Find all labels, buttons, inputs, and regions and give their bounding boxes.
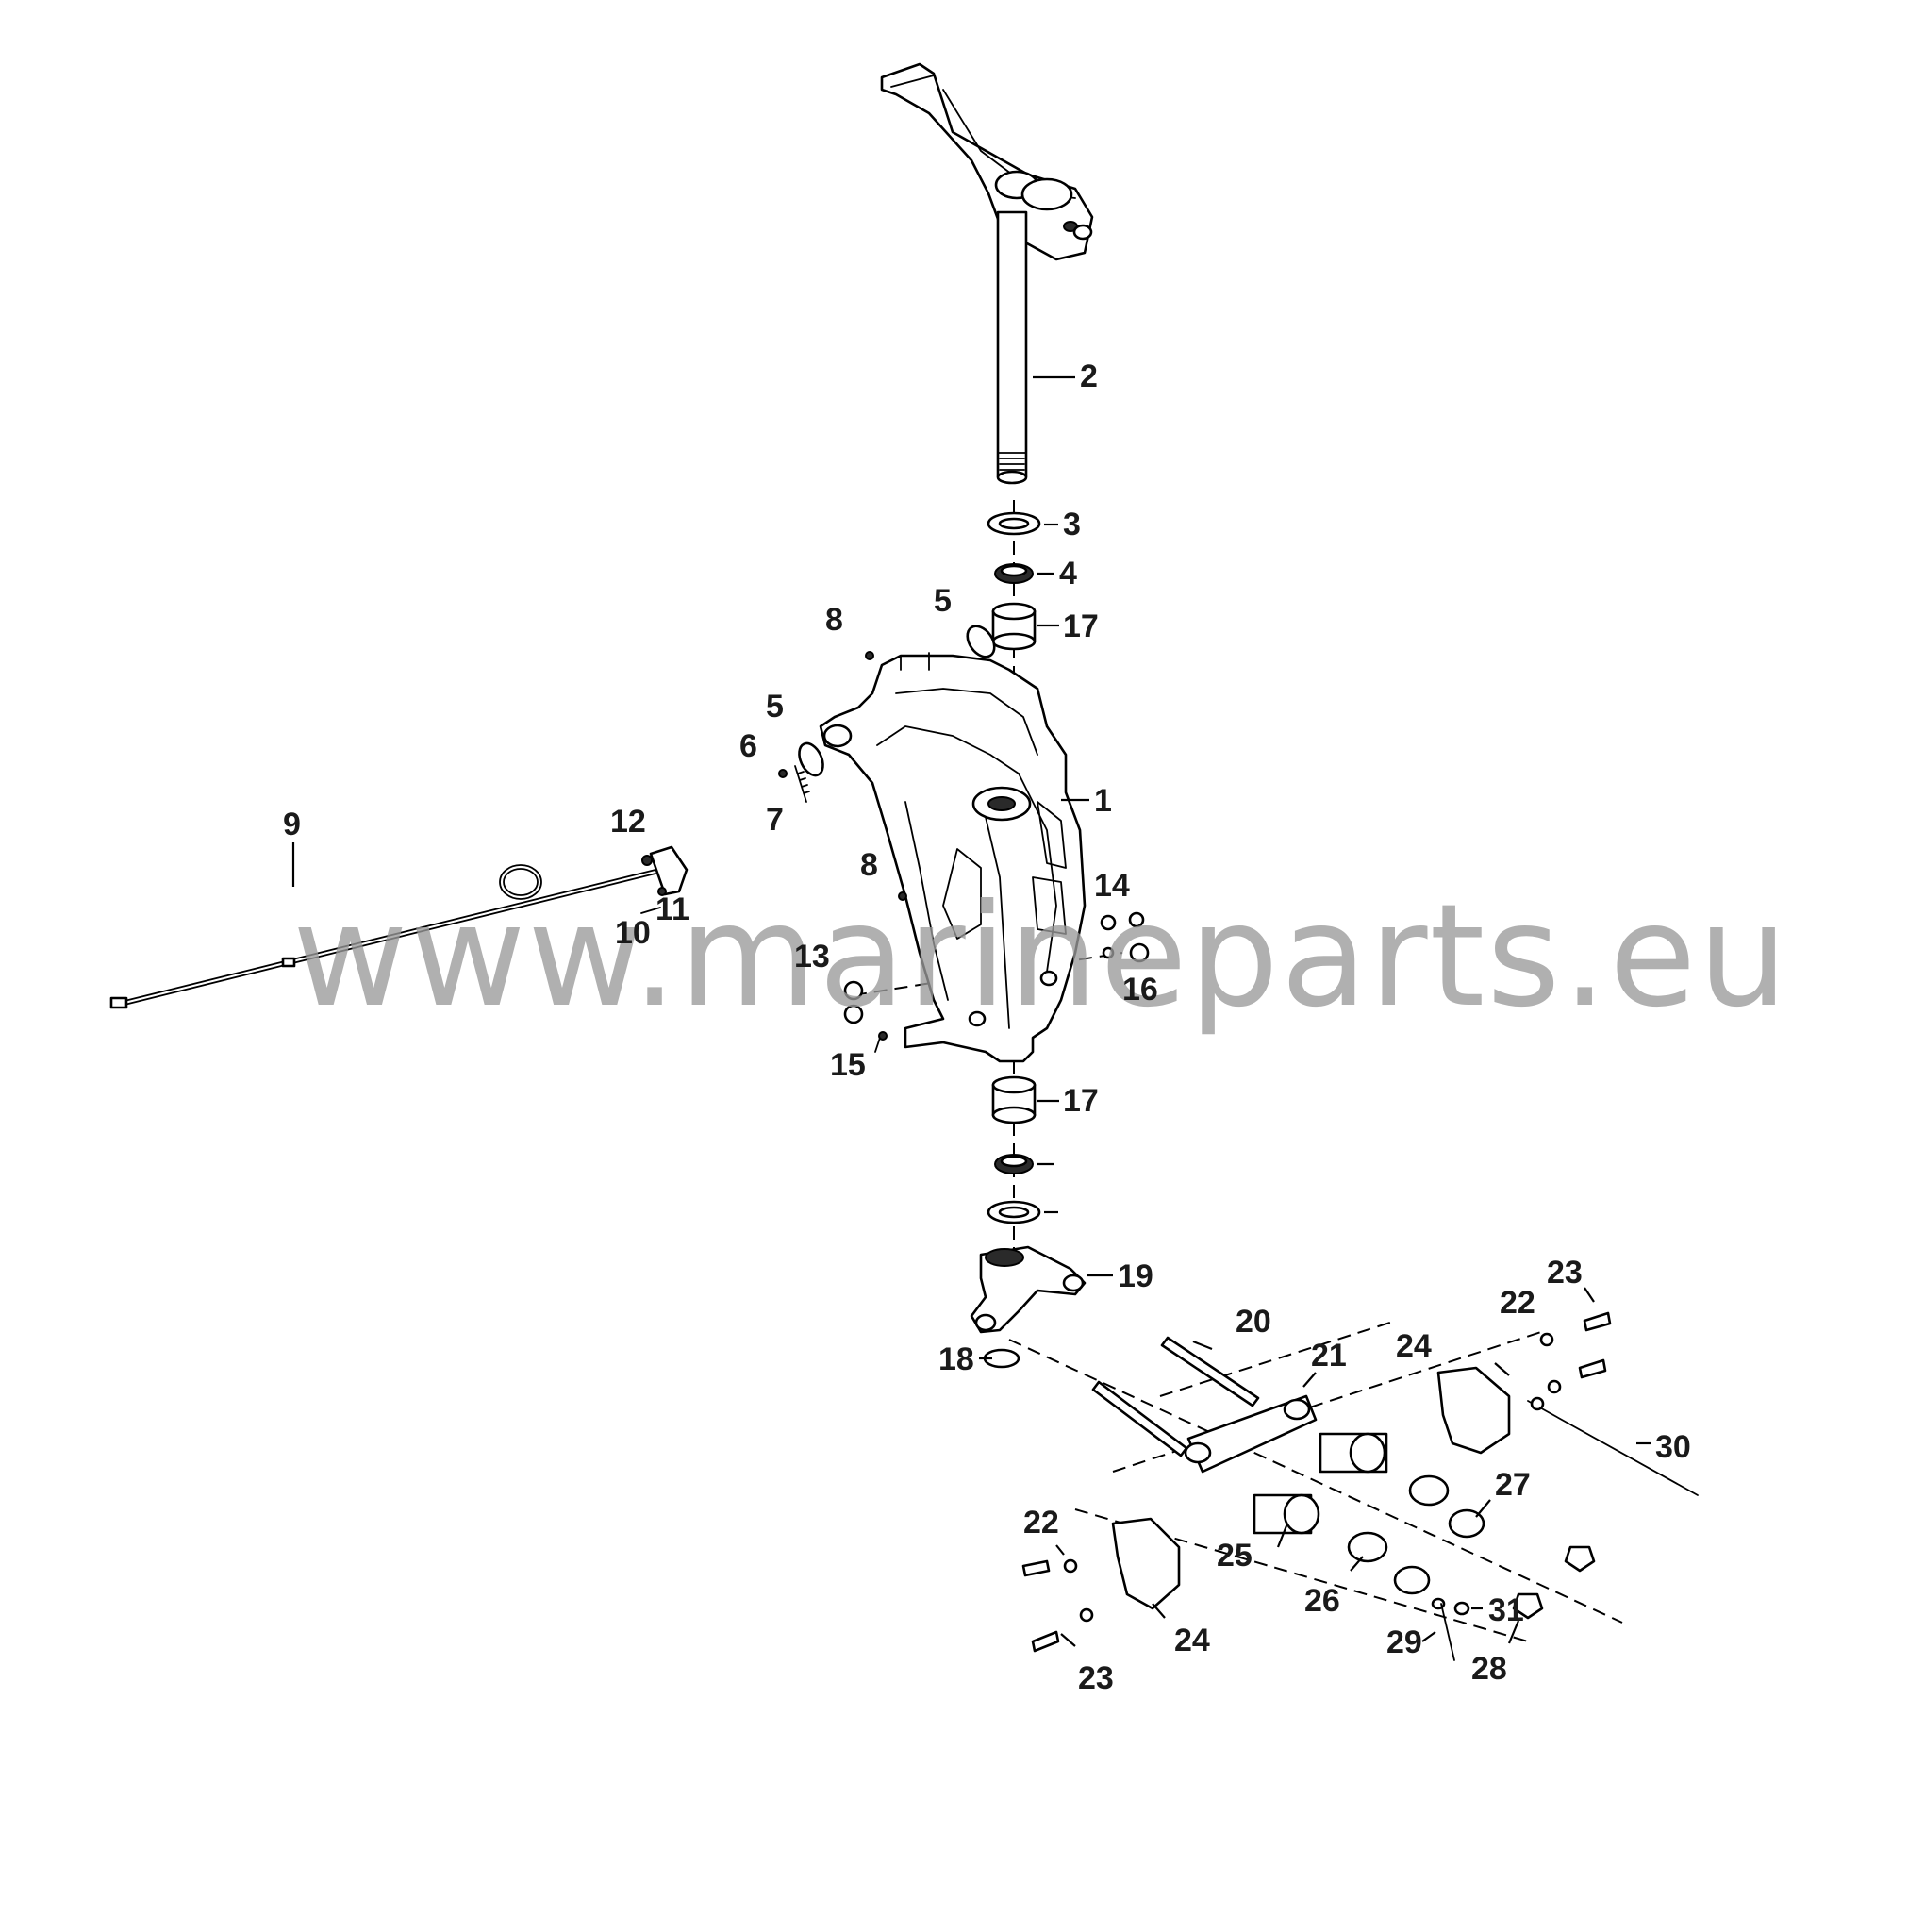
callout-5-lower: 5 [766,689,784,724]
callout-12: 12 [610,804,646,840]
callout-20: 20 [1236,1304,1271,1340]
callout-17-lower: 17 [1063,1083,1099,1119]
steering-yoke-shaft [880,62,1094,485]
callout-13: 13 [794,939,830,974]
callout-14: 14 [1094,868,1130,904]
tie-bar-bolts [1091,1336,1318,1474]
callout-9: 9 [283,807,301,842]
callout-28: 28 [1471,1651,1507,1687]
callout-27: 27 [1495,1467,1531,1503]
watermark-text: www.marineparts.eu [292,874,1790,1039]
callout-16: 16 [1122,972,1158,1008]
lower-washer-stack [987,1075,1041,1224]
callout-7: 7 [766,802,784,838]
callout-1: 1 [1094,783,1112,819]
callout-26: 26 [1304,1583,1340,1619]
callout-22-lower: 22 [1023,1505,1059,1541]
callout-15: 15 [830,1047,866,1083]
callout-18: 18 [938,1341,974,1377]
callout-8-lower: 8 [860,847,878,883]
callout-23-lower: 23 [1078,1660,1114,1696]
callout-30: 30 [1655,1429,1691,1465]
callout-labels: 1 2 3 4 5 5 6 7 8 8 9 10 11 12 13 14 15 … [283,358,1691,1696]
callout-17-upper: 17 [1063,608,1099,644]
callout-10: 10 [615,915,651,951]
callout-24-upper: 24 [1396,1328,1432,1364]
callout-21: 21 [1311,1338,1347,1374]
callout-2: 2 [1080,358,1098,394]
engine-mount-hardware [1021,1311,1699,1661]
callout-22-upper: 22 [1500,1285,1535,1321]
leader-lines [291,375,1651,1647]
callout-23-upper: 23 [1547,1255,1583,1291]
callout-19: 19 [1118,1258,1153,1294]
upper-washer-stack [987,511,1041,651]
callout-25: 25 [1217,1538,1253,1574]
bracket-fasteners [640,855,1150,1053]
callout-11: 11 [655,891,689,927]
steering-arm [970,1245,1087,1369]
trim-sender-wire [109,845,689,1009]
callout-6: 6 [739,728,757,764]
upper-small-parts [778,625,996,901]
swivel-bracket [819,652,1087,1063]
callout-24-lower: 24 [1174,1623,1210,1658]
callout-3-upper: 3 [1063,507,1081,542]
callout-31: 31 [1488,1592,1524,1628]
callout-8-upper: 8 [825,602,843,638]
callout-4-upper: 4 [1059,556,1077,591]
callout-5-upper: 5 [934,583,952,619]
callout-29: 29 [1386,1624,1422,1660]
